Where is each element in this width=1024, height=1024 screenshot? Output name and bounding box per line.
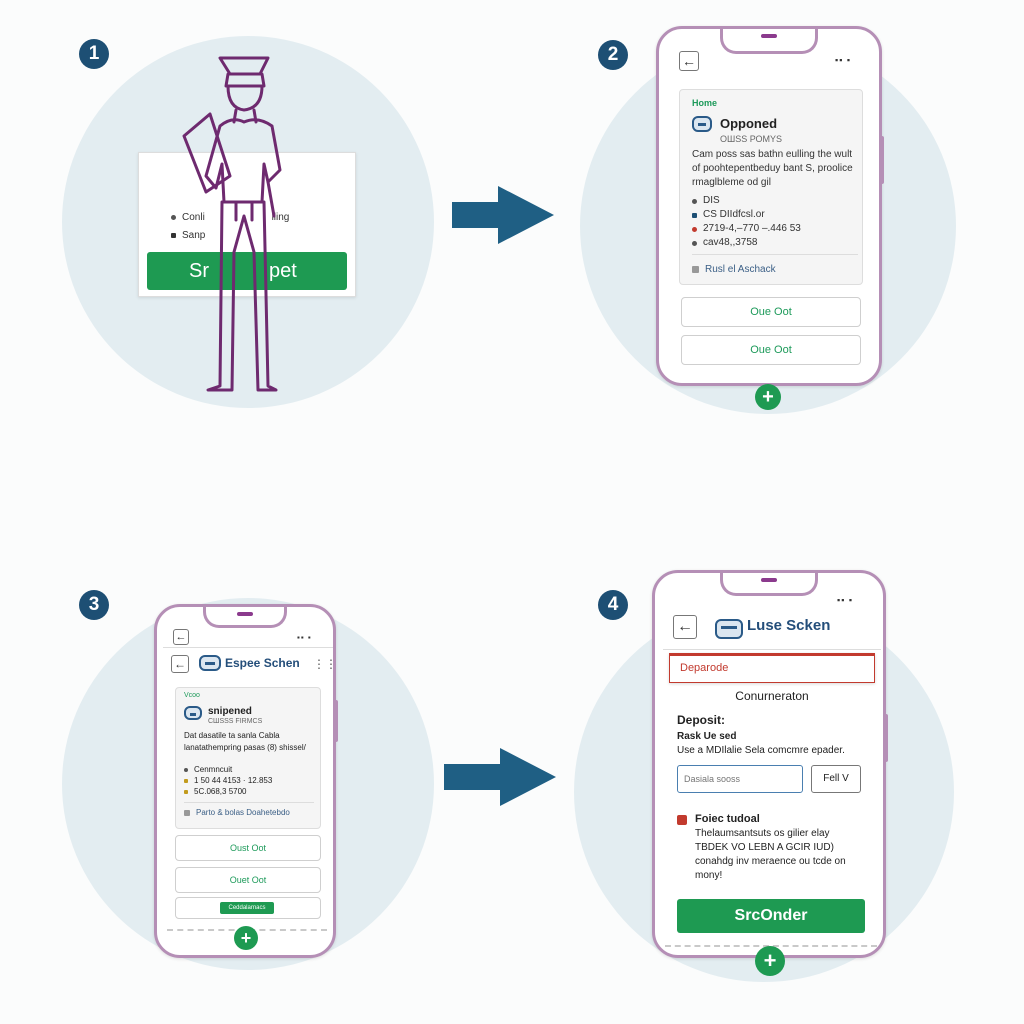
step-4-deposit-sub: Rask Ue sed (677, 731, 737, 742)
step-2-header (692, 116, 712, 137)
step-4-status-icons: ▪▪ ▪ (837, 595, 854, 605)
step-2-title: Opponed (720, 116, 778, 131)
step-3-add-button[interactable]: + (234, 926, 258, 950)
step-3-card-logo-icon (184, 706, 202, 720)
step-3-top-back-button[interactable]: ← (173, 629, 189, 645)
step-4-deposit-desc: Use a MDIlalie Sela comcmre epader. (677, 745, 845, 756)
step-2-badge: 2 (598, 40, 628, 70)
step-3-link[interactable]: Parto & bolas Doahetebdo (184, 808, 290, 817)
list-item: CS DIIdfcsl.or (692, 208, 858, 222)
step-2-list: DIS CS DIIdfcsl.or 2719-4,–770 –.446 53 … (692, 194, 858, 250)
step-2-option-button-1[interactable]: Oue Oot (681, 297, 861, 327)
step-3-status-icons: ▪▪ ▪ (297, 633, 312, 642)
step-3-confirm-chip[interactable]: Ceddalarnacs (220, 902, 274, 914)
list-item: Cenmncuit (184, 764, 272, 775)
step-3-option-button-3[interactable]: Ceddalarnacs (175, 897, 321, 919)
step-1-row-2: Sanp (171, 229, 205, 243)
step-2-side-button (880, 136, 884, 184)
step-4-notice-icon (677, 815, 687, 825)
step-4-badge: 4 (598, 590, 628, 620)
step-3-badge: 3 (79, 590, 109, 620)
step-4-side-button (884, 714, 888, 762)
step-3-option-button-2[interactable]: Ouet Oot (175, 867, 321, 893)
step-2-status-icons: ▪▪ ▪ (835, 55, 852, 65)
list-item: 1 50 44 4153 · 12.853 (184, 775, 272, 786)
step-4-deposit-input[interactable] (677, 765, 803, 793)
step-2-subtitle: ОШSS РОМYS (720, 134, 783, 144)
step-4-heading: Conurneraton (735, 689, 809, 703)
step-2-option-button-2[interactable]: Oue Oot (681, 335, 861, 365)
step-4-back-button[interactable]: ← (673, 615, 697, 639)
step-4-currency-select[interactable]: Fell V (811, 765, 861, 793)
step-1-primary-button[interactable]: Sr pet (147, 252, 347, 290)
step-4-add-button[interactable]: + (755, 946, 785, 976)
step-4-notice-body: Thelaumsantsuts os gilier elay TBDEK VO … (695, 828, 846, 881)
step-4-phone: ▪▪ ▪ ← Luse Scken Deparode Conurneraton … (652, 570, 886, 958)
delivery-person-illustration (182, 56, 282, 392)
step-2-description: Cam poss sas bathn eulling the wult of p… (692, 149, 853, 188)
step-3-brand-name: Espee Schen (225, 656, 300, 670)
list-item: cav48,,3758 (692, 236, 858, 250)
step-4-notice-title: Foiec tudoal (695, 813, 760, 825)
step-4-brand-name: Luse Scken (747, 617, 831, 634)
step-3-title: snipened (208, 706, 252, 717)
step-3-back-button[interactable]: ← (171, 655, 189, 673)
step-4-submit-button[interactable]: SrcOnder (677, 899, 865, 933)
step-3-option-button-1[interactable]: Oust Oot (175, 835, 321, 861)
step-3-subtitle: CШSSS FIRMCS (208, 718, 263, 725)
step-2-add-button[interactable]: + (755, 384, 781, 410)
step-4-brand-logo-icon (715, 619, 743, 639)
step-1-row-1: Conli lling (171, 211, 289, 225)
step-3-menu-icon[interactable]: ⋮⋮ (313, 657, 336, 671)
step-2-phone: ← ▪▪ ▪ Home Opponed ОШSS РОМYS Cam poss … (656, 26, 882, 386)
arrow-step-1-to-2 (452, 186, 554, 244)
list-item: DIS (692, 194, 858, 208)
step-3-phone: ← ▪▪ ▪ ← Espee Schen ⋮⋮ Vcoo snipened CШ… (154, 604, 336, 958)
step-2-back-button[interactable]: ← (679, 51, 699, 71)
list-item: 5C.068,3 5700 (184, 786, 272, 797)
step-2-logo-icon (692, 116, 712, 132)
step-3-side-button (334, 700, 338, 742)
step-1-badge: 1 (79, 39, 109, 69)
step-3-breadcrumb: Vcoo (184, 692, 200, 699)
step-3-description: Dat dasatile ta sanla Cabla lanatathempr… (184, 731, 306, 752)
step-4-alert-banner: Deparode (669, 653, 875, 683)
list-item: 2719-4,–770 –.446 53 (692, 222, 858, 236)
step-3-brand-logo (199, 655, 221, 676)
step-3-card: Vcoo snipened CШSSS FIRMCS Dat dasatile … (175, 687, 321, 829)
brand-logo-icon (199, 655, 221, 671)
step-2-card: Home Opponed ОШSS РОМYS Cam poss sas bat… (679, 89, 863, 285)
arrow-step-3-to-4 (444, 748, 556, 806)
step-2-breadcrumb: Home (692, 98, 718, 108)
step-3-list: Cenmncuit 1 50 44 4153 · 12.853 5C.068,3… (184, 764, 272, 797)
step-4-deposit-label: Deposit: (677, 713, 725, 727)
step-2-link[interactable]: Rusl el Aschack (692, 264, 776, 275)
step-4-alert-text: Deparode (680, 662, 729, 674)
